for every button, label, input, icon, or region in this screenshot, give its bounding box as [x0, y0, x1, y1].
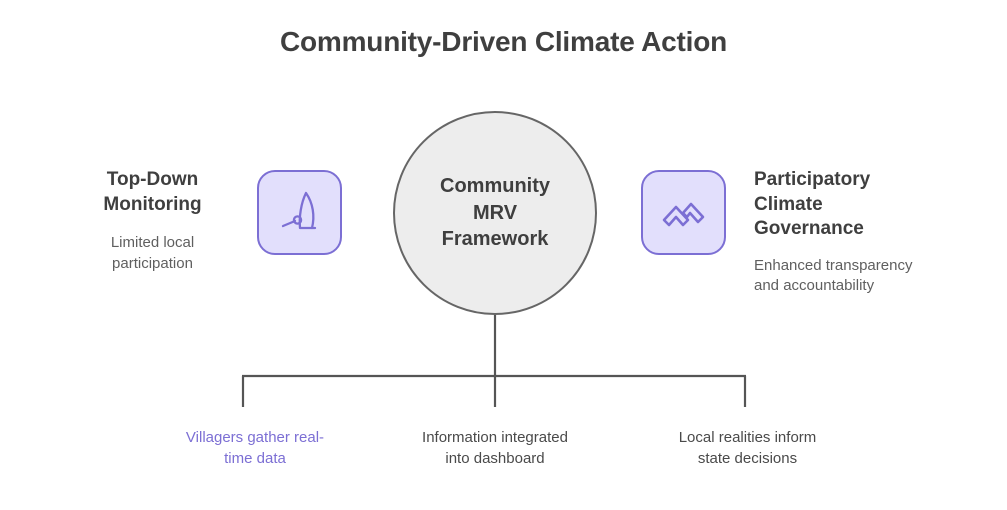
satellite-dish-icon — [281, 191, 316, 229]
left-icon-tile — [257, 170, 342, 255]
right-node: Participatory Climate Governance Enhance… — [754, 168, 969, 297]
right-node-caption: Enhanced transparency and accountability — [754, 257, 913, 295]
mountains-icon — [662, 202, 704, 226]
left-node-heading: Top-Down Monitoring — [103, 169, 202, 215]
left-node-caption: Limited local participation — [110, 234, 195, 272]
center-node: Community MRV Framework — [393, 111, 597, 315]
left-node: Top-Down Monitoring Limited local partic… — [60, 168, 245, 274]
bottom-caption-3: Local realities inform state decisions — [678, 429, 817, 467]
right-icon-tile — [641, 170, 726, 255]
page-title: Community-Driven Climate Action — [279, 26, 728, 57]
right-node-heading: Participatory Climate Governance — [754, 169, 871, 240]
center-node-label: Community MRV Framework — [440, 175, 550, 251]
bottom-caption-1: Villagers gather real- time data — [185, 429, 325, 467]
bottom-caption-2: Information integrated into dashboard — [422, 429, 568, 467]
